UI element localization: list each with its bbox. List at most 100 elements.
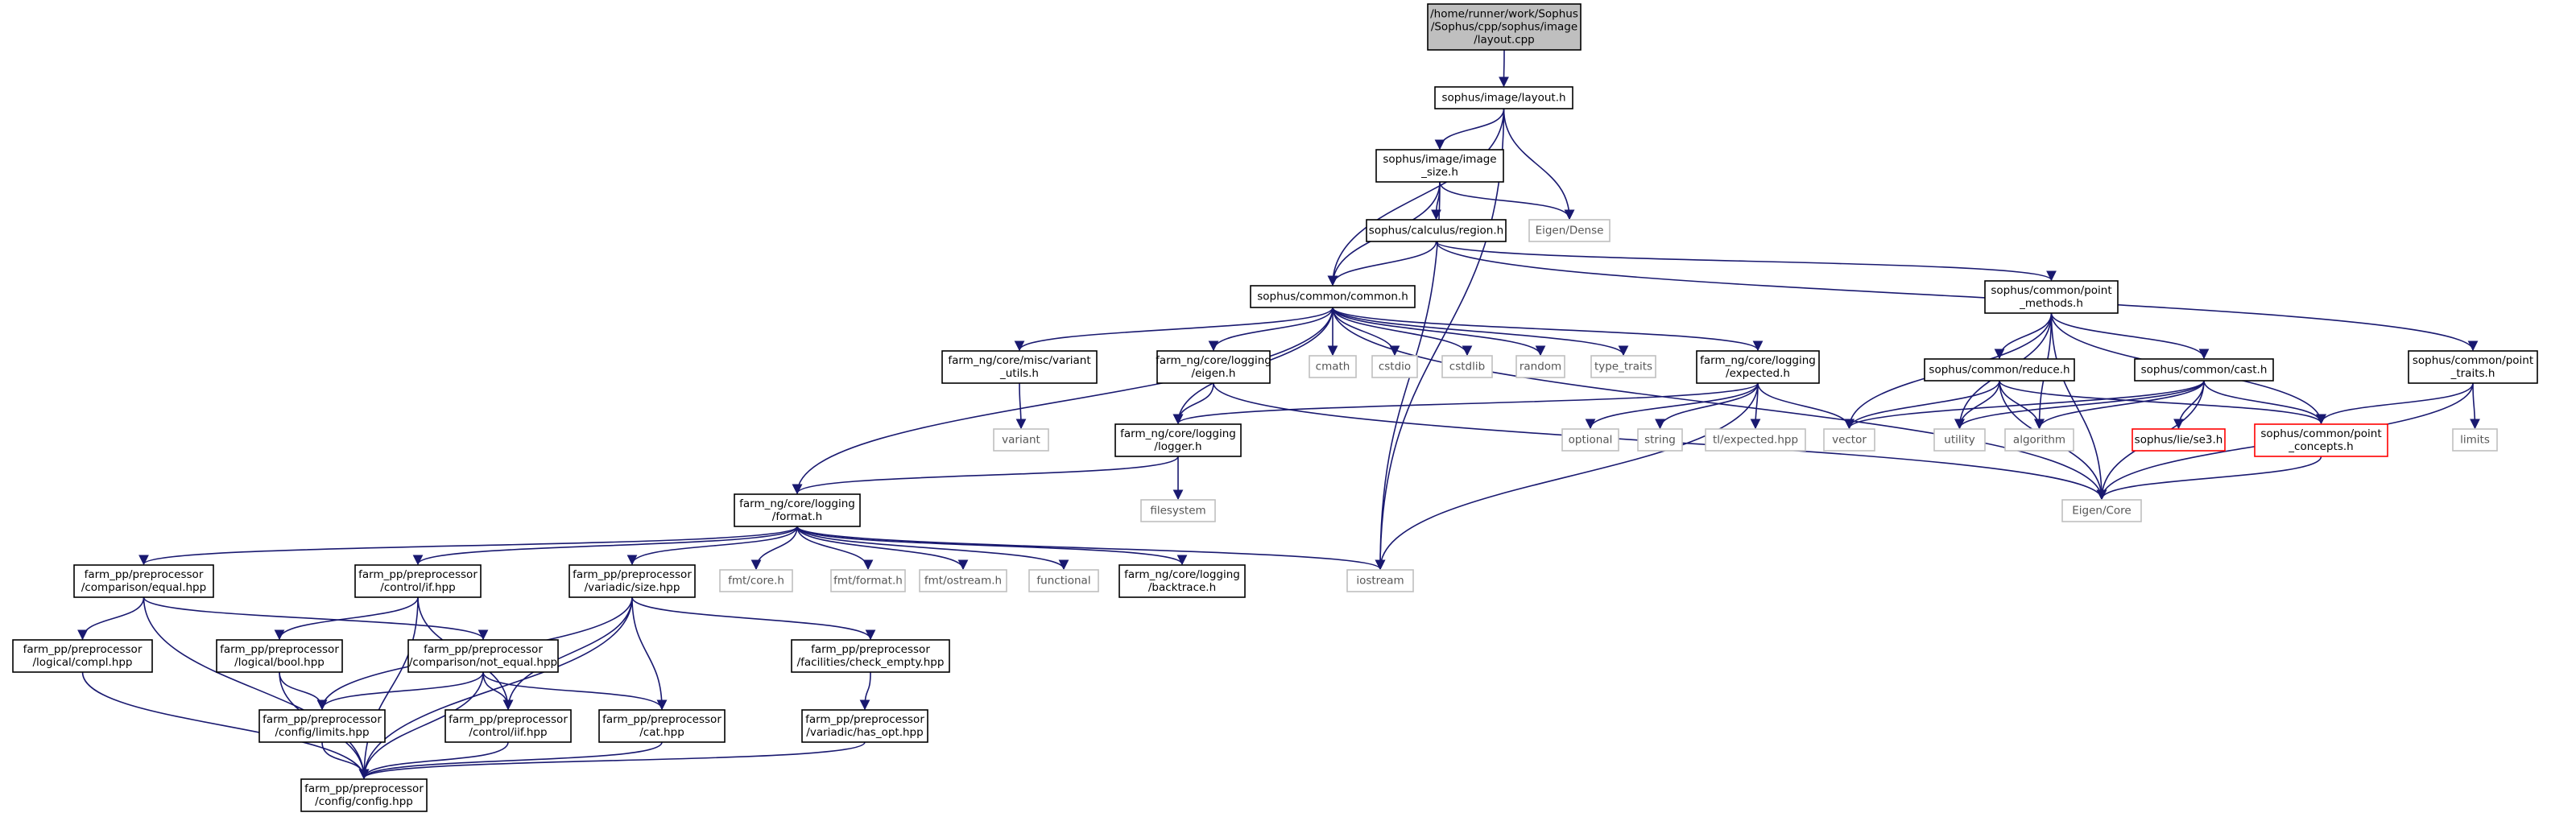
edge-logger-to-format <box>792 456 1179 495</box>
edge-format-to-cmpequal <box>139 526 798 566</box>
edge-varsize-to-config <box>358 596 633 780</box>
node-cstdlib: cstdlib <box>1441 355 1493 378</box>
edge-expected-to-optional <box>1585 382 1759 430</box>
node-logeigen-label-line-0: farm_ng/core/logging <box>1156 354 1271 367</box>
node-notequal[interactable]: farm_pp/preprocessor/comparison/not_equa… <box>407 639 559 673</box>
node-notequal-label-line-1: /comparison/not_equal.hpp <box>409 656 557 669</box>
node-reduce-label-line-0: sophus/common/reduce.h <box>1929 364 2069 377</box>
node-variant-label-line-0: variant <box>1002 434 1040 447</box>
node-config-label-line-0: farm_pp/preprocessor <box>304 782 424 795</box>
node-common[interactable]: sophus/common/common.h <box>1250 285 1416 308</box>
node-hasopt-box <box>801 709 928 743</box>
node-format-box <box>734 493 861 527</box>
node-common-box <box>1250 285 1416 308</box>
node-config-box <box>300 778 428 812</box>
node-pconcepts-box <box>2254 423 2388 457</box>
node-fmtostream-box <box>919 569 1007 592</box>
node-cast[interactable]: sophus/common/cast.h <box>2134 358 2274 382</box>
node-format[interactable]: farm_ng/core/logging/format.h <box>734 493 861 527</box>
node-fmtformat: fmt/format.h <box>830 569 906 592</box>
node-cstdio-box <box>1371 355 1418 378</box>
node-logger[interactable]: farm_ng/core/logging/logger.h <box>1114 423 1242 457</box>
node-vector-label-line-0: vector <box>1832 434 1867 447</box>
node-filesystem-box <box>1140 499 1216 522</box>
node-iif[interactable]: farm_pp/preprocessor/control/iif.hpp <box>444 709 572 743</box>
node-cathpp-label-line-1: /cat.hpp <box>639 726 684 739</box>
node-fmtformat-box <box>830 569 906 592</box>
node-ptraits-label-line-0: sophus/common/point <box>2413 354 2533 367</box>
node-fmtcore-box <box>719 569 793 592</box>
edge-region-to-common <box>1327 241 1437 287</box>
edge-ptraits-to-pconcepts <box>2316 382 2474 425</box>
node-root[interactable]: /home/runner/work/Sophus/Sophus/cpp/soph… <box>1427 3 1582 51</box>
node-checkempty-box <box>791 639 950 673</box>
edges-layer <box>77 49 2480 780</box>
node-logger-label-line-0: farm_ng/core/logging <box>1120 427 1236 440</box>
node-variant: variant <box>993 428 1049 452</box>
edge-region-to-ptraits <box>1435 241 2479 352</box>
node-limitshpp[interactable]: farm_pp/preprocessor/config/limits.hpp <box>258 709 386 743</box>
edge-cast-to-vector <box>1844 380 2205 430</box>
node-expected-box <box>1696 350 1820 384</box>
node-dense-label-line-0: Eigen/Dense <box>1536 225 1604 237</box>
node-hasopt[interactable]: farm_pp/preprocessor/variadic/has_opt.hp… <box>801 709 928 743</box>
node-config[interactable]: farm_pp/preprocessor/config/config.hpp <box>300 778 428 812</box>
edge-expected-to-vector <box>1757 382 1854 430</box>
node-backtrace-box <box>1118 564 1246 598</box>
node-se3[interactable]: sophus/lie/se3.h <box>2132 428 2226 452</box>
node-varsize[interactable]: farm_pp/preprocessor/variadic/size.hpp <box>569 564 696 598</box>
node-se3-box <box>2132 428 2226 452</box>
node-utility-box <box>1933 428 1986 452</box>
node-ctrlif-box <box>354 564 482 598</box>
node-boolh[interactable]: farm_pp/preprocessor/logical/bool.hpp <box>216 639 343 673</box>
node-checkempty-label-line-0: farm_pp/preprocessor <box>811 643 930 656</box>
node-pconcepts[interactable]: sophus/common/point_concepts.h <box>2254 423 2388 457</box>
node-format-label-line-0: farm_ng/core/logging <box>739 497 855 510</box>
node-utility-label-line-0: utility <box>1944 434 1974 447</box>
edge-ptraits-to-limits <box>2470 382 2480 430</box>
node-fmtostream: fmt/ostream.h <box>919 569 1007 592</box>
node-iostream-label-line-0: iostream <box>1356 575 1404 588</box>
node-backtrace[interactable]: farm_ng/core/logging/backtrace.h <box>1118 564 1246 598</box>
node-logeigen[interactable]: farm_ng/core/logging/eigen.h <box>1156 350 1271 384</box>
edge-common-to-format <box>792 307 1333 495</box>
node-pmethods[interactable]: sophus/common/point_methods.h <box>1984 280 2119 314</box>
edge-ctrlif-to-config <box>358 596 419 780</box>
node-root-label-line-1: /Sophus/cpp/sophus/image <box>1431 21 1577 34</box>
node-typetraits-label-line-0: type_traits <box>1594 361 1652 373</box>
node-region[interactable]: sophus/calculus/region.h <box>1366 219 1507 242</box>
node-expected-label-line-0: farm_ng/core/logging <box>1700 354 1816 367</box>
edge-common-to-variantutils <box>1014 307 1333 352</box>
node-expected[interactable]: farm_ng/core/logging/expected.h <box>1696 350 1820 384</box>
node-ctrlif[interactable]: farm_pp/preprocessor/control/if.hpp <box>354 564 482 598</box>
node-layout[interactable]: sophus/image/layout.h <box>1434 86 1573 109</box>
edge-common-to-cstdio <box>1332 307 1400 357</box>
node-string-box <box>1637 428 1683 452</box>
node-checkempty[interactable]: farm_pp/preprocessor/facilities/check_em… <box>791 639 950 673</box>
node-utility: utility <box>1933 428 1986 452</box>
node-region-label-line-0: sophus/calculus/region.h <box>1369 225 1503 237</box>
node-iif-label-line-1: /control/iif.hpp <box>469 726 547 739</box>
node-cmath-label-line-0: cmath <box>1316 361 1350 373</box>
node-ptraits[interactable]: sophus/common/point_traits.h <box>2408 350 2538 384</box>
node-string-label-line-0: string <box>1644 434 1676 447</box>
edge-expected-to-string <box>1655 382 1759 430</box>
node-variantutils[interactable]: farm_ng/core/misc/variant_utils.h <box>941 350 1098 384</box>
node-pconcepts-label-line-1: _concepts.h <box>2288 440 2353 453</box>
node-cmpequal[interactable]: farm_pp/preprocessor/comparison/equal.hp… <box>73 564 214 598</box>
node-limitshpp-box <box>258 709 386 743</box>
node-compl[interactable]: farm_pp/preprocessor/logical/compl.hpp <box>12 639 153 673</box>
node-vector-box <box>1823 428 1875 452</box>
node-root-label-line-2: /layout.cpp <box>1474 34 1535 47</box>
node-reduce[interactable]: sophus/common/reduce.h <box>1924 358 2075 382</box>
node-cmpequal-label-line-1: /comparison/equal.hpp <box>81 581 206 594</box>
node-boolh-box <box>216 639 343 673</box>
node-root-box <box>1427 3 1582 51</box>
edge-imgsize-to-dense <box>1439 181 1575 221</box>
node-notequal-label-line-0: farm_pp/preprocessor <box>424 643 543 656</box>
edge-common-to-random <box>1332 307 1546 357</box>
node-imgsize[interactable]: sophus/image/image_size.h <box>1375 149 1504 183</box>
node-dense: Eigen/Dense <box>1528 219 1611 242</box>
node-cathpp[interactable]: farm_pp/preprocessor/cat.hpp <box>598 709 726 743</box>
node-limits: limits <box>2452 428 2498 452</box>
